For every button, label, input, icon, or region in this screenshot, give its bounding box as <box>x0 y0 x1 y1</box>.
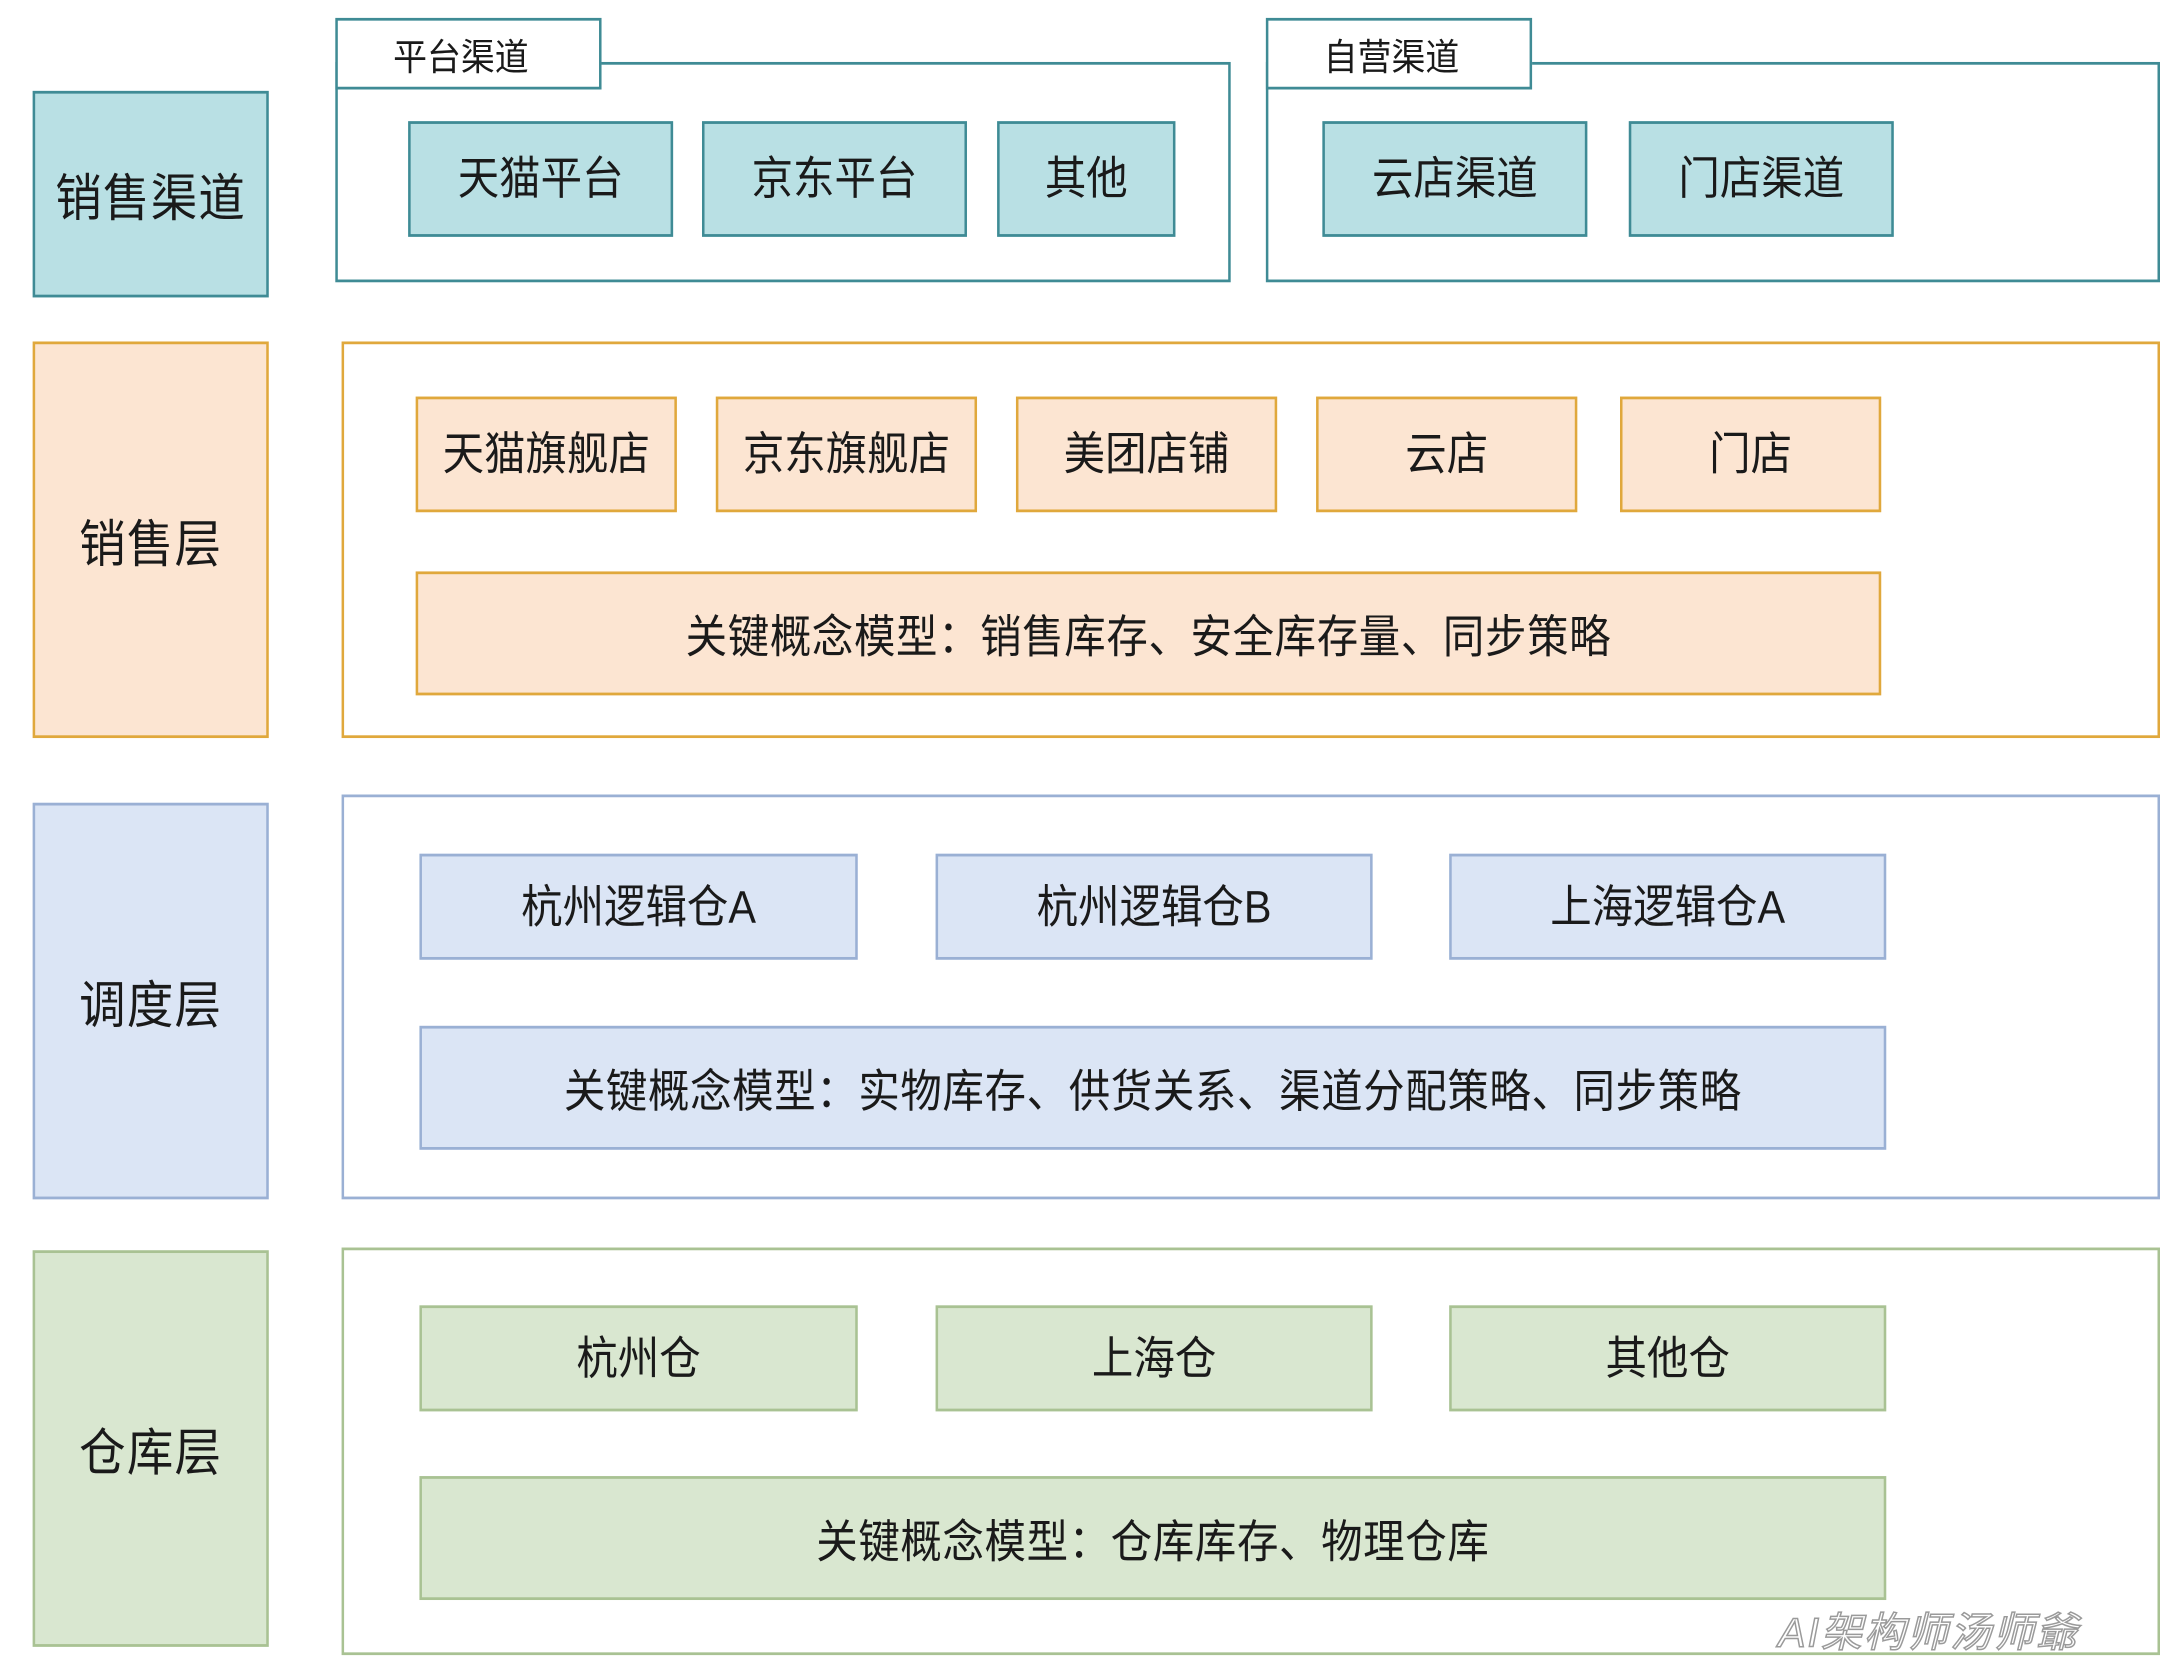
scheduling-node-shanghai-logical-a[interactable]: 上海逻辑仓A <box>1449 853 1887 960</box>
channel-group-selfrun-tab: 自营渠道 <box>1265 17 1533 90</box>
node-label: 其他 <box>1044 153 1128 205</box>
node-label: 美团店铺 <box>1063 428 1230 480</box>
layer-label-text: 销售层 <box>79 516 223 573</box>
warehouse-node-shanghai[interactable]: 上海仓 <box>935 1305 1373 1412</box>
node-label: 其他仓 <box>1605 1332 1730 1384</box>
scheduling-layer-model-bar: 关键概念模型：实物库存、供货关系、渠道分配策略、同步策略 <box>419 1025 1887 1150</box>
warehouse-node-other[interactable]: 其他仓 <box>1449 1305 1887 1412</box>
node-label: 云店渠道 <box>1371 153 1538 205</box>
node-label: 门店渠道 <box>1678 153 1845 205</box>
channel-node-cloud-store[interactable]: 云店渠道 <box>1322 121 1588 237</box>
channel-node-tmall[interactable]: 天猫平台 <box>408 121 674 237</box>
node-label: 门店 <box>1709 428 1793 480</box>
sales-node-cloud-store[interactable]: 云店 <box>1316 396 1578 513</box>
sales-node-meituan-shop[interactable]: 美团店铺 <box>1015 396 1278 513</box>
layer-label-warehouse: 仓库层 <box>32 1250 269 1647</box>
node-label: 天猫平台 <box>457 153 624 205</box>
warehouse-node-hangzhou[interactable]: 杭州仓 <box>419 1305 858 1412</box>
node-label: 京东平台 <box>751 153 918 205</box>
model-bar-text: 关键概念模型：实物库存、供货关系、渠道分配策略、同步策略 <box>563 1065 1742 1117</box>
node-label: 杭州逻辑仓B <box>1036 880 1272 932</box>
node-label: 云店 <box>1405 428 1489 480</box>
tab-text: 自营渠道 <box>1323 36 1460 78</box>
channel-group-platform-tab: 平台渠道 <box>335 17 602 90</box>
model-bar-text: 关键概念模型：销售库存、安全库存量、同步策略 <box>685 611 1612 663</box>
layer-label-text: 销售渠道 <box>55 170 247 228</box>
node-label: 京东旗舰店 <box>742 428 951 480</box>
channel-node-other[interactable]: 其他 <box>997 121 1176 237</box>
sales-node-store[interactable]: 门店 <box>1620 396 1882 513</box>
layer-label-text: 调度层 <box>79 977 223 1035</box>
channel-node-jd[interactable]: 京东平台 <box>702 121 967 237</box>
node-label: 上海逻辑仓A <box>1550 880 1786 932</box>
layer-label-sales-channel: 销售渠道 <box>32 90 269 298</box>
scheduling-node-hangzhou-logical-a[interactable]: 杭州逻辑仓A <box>419 853 858 960</box>
sales-layer-model-bar: 关键概念模型：销售库存、安全库存量、同步策略 <box>415 571 1882 696</box>
channel-node-offline-store[interactable]: 门店渠道 <box>1628 121 1894 237</box>
node-label: 天猫旗舰店 <box>442 428 650 480</box>
sales-node-jd-flagship[interactable]: 京东旗舰店 <box>715 396 978 513</box>
node-label: 上海仓 <box>1091 1332 1217 1384</box>
tab-text: 平台渠道 <box>393 36 529 78</box>
layer-label-text: 仓库层 <box>79 1425 223 1482</box>
layer-label-scheduling: 调度层 <box>32 802 269 1200</box>
node-label: 杭州逻辑仓A <box>521 880 756 932</box>
warehouse-layer-model-bar: 关键概念模型：仓库库存、物理仓库 <box>419 1476 1887 1601</box>
sales-node-tmall-flagship[interactable]: 天猫旗舰店 <box>415 396 677 513</box>
model-bar-text: 关键概念模型：仓库库存、物理仓库 <box>816 1516 1490 1567</box>
layer-label-sales: 销售层 <box>32 341 269 739</box>
scheduling-node-hangzhou-logical-b[interactable]: 杭州逻辑仓B <box>935 853 1373 960</box>
node-label: 杭州仓 <box>576 1332 701 1384</box>
